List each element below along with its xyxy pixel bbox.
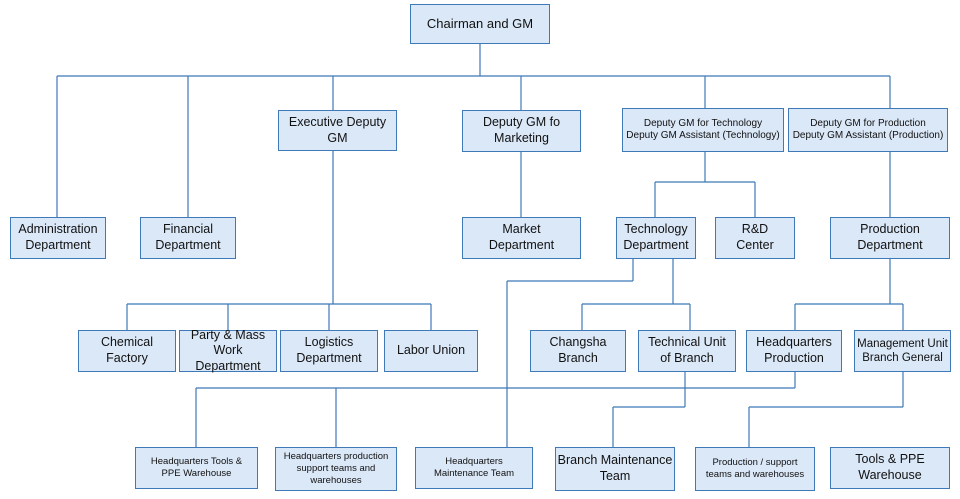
administration-department-label: Administration Department (18, 222, 98, 252)
tools-ppe-warehouse-box: Tools & PPE Warehouse (830, 447, 950, 489)
executive-deputy-gm-label: Executive Deputy GM (288, 114, 387, 145)
deputy-gm-production-box: Deputy GM for Production Deputy GM Assis… (788, 108, 948, 152)
branch-maintenance-team-label: Branch Maintenance Team (557, 453, 673, 483)
financial-department-label: Financial Department (155, 222, 221, 252)
hq-tools-ppe-warehouse-box: Headquarters Tools & PPE Warehouse (135, 447, 258, 489)
changsha-branch-box: Changsha Branch (530, 330, 626, 372)
management-unit-label: Management Unit Branch General (857, 337, 948, 364)
labor-union-box: Labor Union (384, 330, 478, 372)
market-department-box: Market Department (462, 217, 581, 259)
production-department-box: Production Department (830, 217, 950, 259)
hq-tools-ppe-warehouse-label: Headquarters Tools & PPE Warehouse (150, 456, 243, 479)
party-mass-work-department-label: Party & Mass Work Department (190, 327, 266, 373)
branch-maintenance-team-box: Branch Maintenance Team (555, 447, 675, 491)
chemical-factory-box: Chemical Factory (78, 330, 176, 372)
technology-department-box: Technology Department (616, 217, 696, 259)
hq-production-support-label: Headquarters production support teams an… (283, 451, 389, 486)
headquarters-production-box: Headquarters Production (746, 330, 842, 372)
financial-department-box: Financial Department (140, 217, 236, 259)
tools-ppe-warehouse-label: Tools & PPE Warehouse (855, 452, 925, 482)
deputy-gm-technology-box: Deputy GM for Technology Deputy GM Assis… (622, 108, 784, 152)
party-mass-work-department-box: Party & Mass Work Department (179, 327, 277, 373)
labor-union-label: Labor Union (396, 343, 466, 358)
chemical-factory-label: Chemical Factory (100, 335, 154, 365)
technology-department-label: Technology Department (623, 222, 689, 252)
chairman-gm-box: Chairman and GM (410, 4, 550, 44)
rd-center-label: R&D Center (736, 222, 774, 252)
deputy-gm-marketing-label: Deputy GM fo Marketing (482, 115, 561, 145)
production-support-teams-label: Production / support teams and warehouse… (705, 457, 805, 480)
logistics-department-box: Logistics Department (280, 330, 378, 372)
administration-department-box: Administration Department (10, 217, 106, 259)
rd-center-box: R&D Center (715, 217, 795, 259)
deputy-gm-technology-label: Deputy GM for Technology Deputy GM Assis… (626, 117, 780, 142)
production-department-label: Production Department (857, 222, 923, 252)
technical-unit-box: Technical Unit of Branch (638, 330, 736, 372)
deputy-gm-marketing-box: Deputy GM fo Marketing (462, 110, 581, 152)
logistics-department-label: Logistics Department (296, 335, 362, 365)
changsha-branch-label: Changsha Branch (549, 335, 607, 365)
management-unit-box: Management Unit Branch General (854, 330, 951, 372)
market-department-label: Market Department (488, 222, 555, 252)
technical-unit-label: Technical Unit of Branch (648, 335, 726, 365)
hq-maintenance-team-box: Headquarters Maintenance Team (415, 447, 533, 489)
hq-production-support-box: Headquarters production support teams an… (275, 447, 397, 491)
deputy-gm-production-label: Deputy GM for Production Deputy GM Assis… (792, 117, 944, 142)
hq-maintenance-team-label: Headquarters Maintenance Team (433, 456, 515, 479)
chairman-gm-label: Chairman and GM (426, 15, 534, 31)
executive-deputy-gm-box: Executive Deputy GM (278, 110, 397, 151)
headquarters-production-label: Headquarters Production (756, 335, 832, 365)
production-support-teams-box: Production / support teams and warehouse… (695, 447, 815, 491)
